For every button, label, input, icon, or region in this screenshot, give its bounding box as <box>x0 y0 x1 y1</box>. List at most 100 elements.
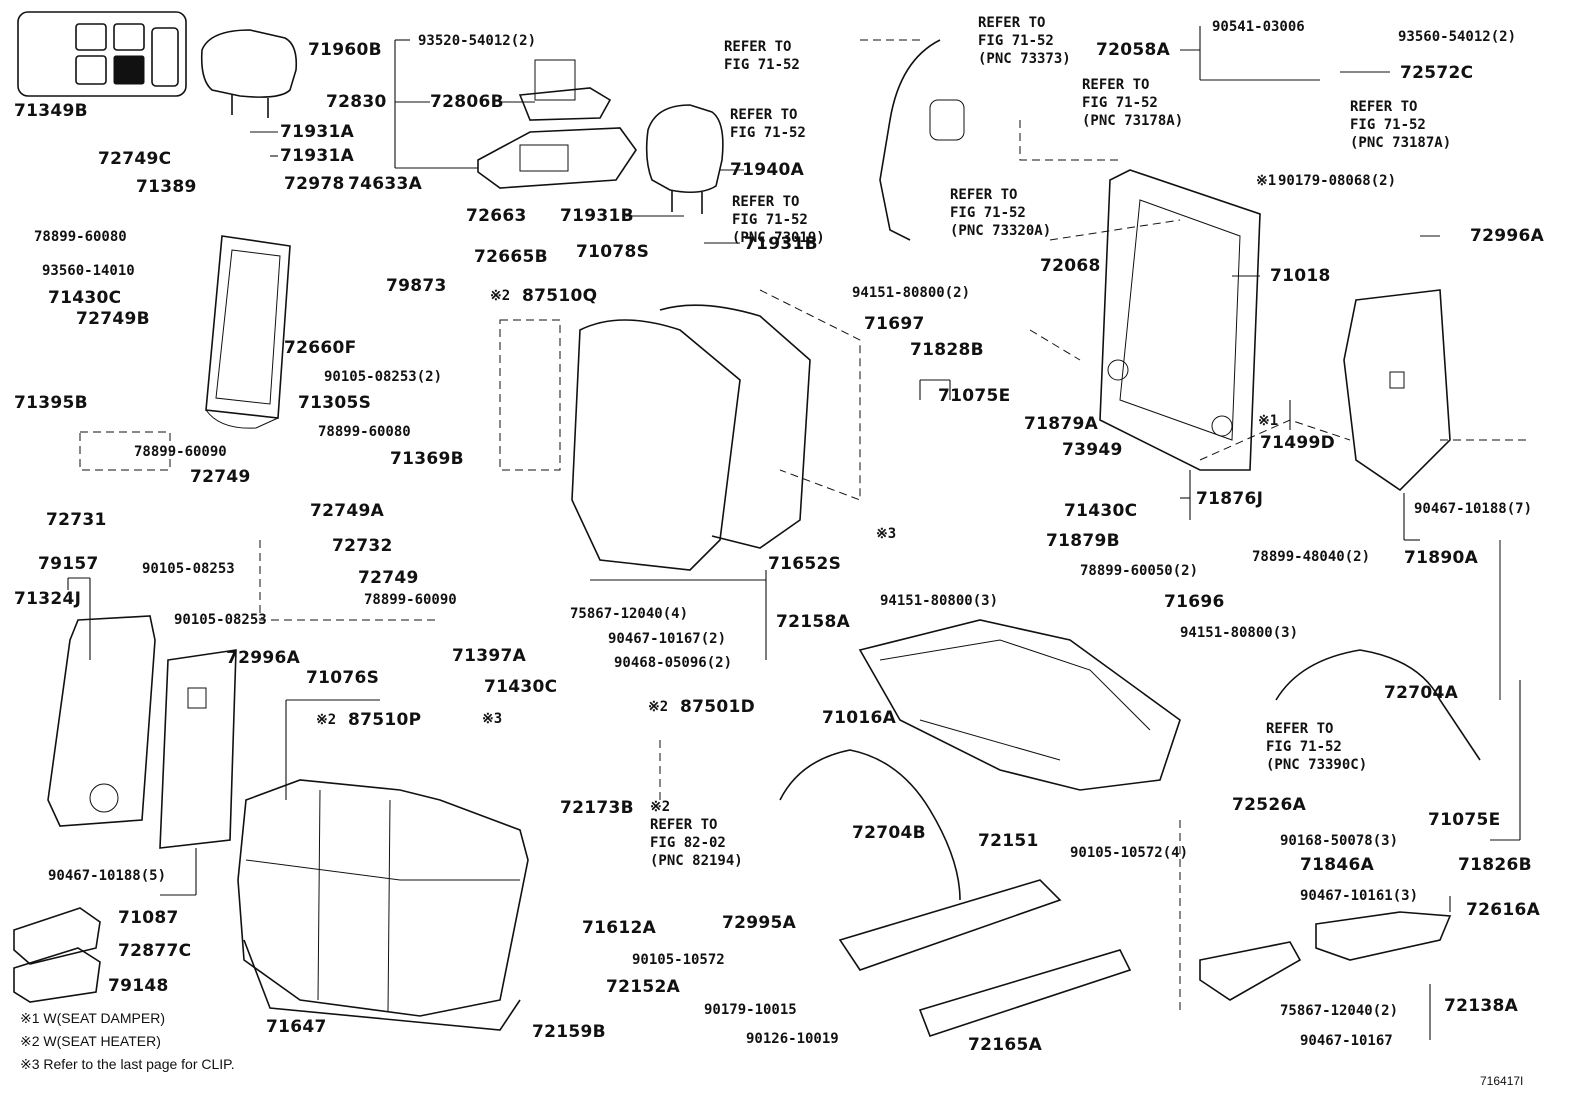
ref-line: (PNC 73373) <box>978 51 1071 67</box>
ref-line: FIG 71-52 <box>950 205 1026 221</box>
label-72749-b: 72749 <box>358 568 419 588</box>
label-72995a: 72995A <box>722 913 797 933</box>
label-75867-12040-2: 75867-12040(2) <box>1280 1003 1399 1019</box>
refer-to-fig-71-52-e[interactable]: REFER TO FIG 71-52 (PNC 73178A) <box>1082 78 1183 132</box>
label-72877c: 72877C <box>118 941 192 961</box>
label-90467-10167-2: 90467-10167(2) <box>608 631 727 647</box>
ref-line: FIG 71-52 <box>724 57 800 73</box>
mark-3-a: ※3 <box>482 711 503 727</box>
label-71879a: 71879A <box>1024 414 1099 434</box>
seatbelt-shape <box>879 39 965 241</box>
label-90168-50078-3: 90168-50078(3) <box>1280 833 1399 849</box>
refer-to-fig-82-02[interactable]: REFER TO FIG 82-02 (PNC 82194) <box>650 818 743 872</box>
ref-line: FIG 82-02 <box>650 835 726 851</box>
ref-line: FIG 71-52 <box>732 212 808 228</box>
ref-line: FIG 71-52 <box>978 33 1054 49</box>
label-72165a: 72165A <box>968 1035 1043 1055</box>
label-71931b-a: 71931B <box>560 206 634 226</box>
label-71931a-a: 71931A <box>280 122 355 142</box>
ref-line: FIG 71-52 <box>730 125 806 141</box>
label-73949: 73949 <box>1062 440 1123 460</box>
refer-to-fig-71-52-g[interactable]: REFER TO FIG 71-52 (PNC 73320A) <box>950 188 1051 242</box>
back-panel-71890a-shape <box>1343 289 1451 492</box>
ref-line: FIG 71-52 <box>1266 739 1342 755</box>
label-79157: 79157 <box>38 554 99 574</box>
label-72158a: 72158A <box>776 612 851 632</box>
label-72996a-a: 72996A <box>226 648 301 668</box>
label-72152a: 72152A <box>606 977 681 997</box>
ref-line: (PNC 73178A) <box>1082 113 1184 129</box>
label-79148: 79148 <box>108 976 169 996</box>
label-71960b: 71960B <box>308 40 382 60</box>
label-71828b: 71828B <box>910 340 984 360</box>
label-72830: 72830 <box>326 92 387 112</box>
ref-line: FIG 71-52 <box>1350 117 1426 133</box>
label-78899-60090-b: 78899-60090 <box>364 592 457 608</box>
label-72660f: 72660F <box>284 338 357 358</box>
label-72526a: 72526A <box>1232 795 1307 815</box>
footnotes: ※1 W(SEAT DAMPER) ※2 W(SEAT HEATER) ※3 R… <box>20 1010 235 1079</box>
label-75867-12040-4: 75867-12040(4) <box>570 606 689 622</box>
label-72749b: 72749B <box>76 309 150 329</box>
footnote-1: ※1 W(SEAT DAMPER) <box>20 1010 166 1026</box>
label-72749-a: 72749 <box>190 467 251 487</box>
label-71647: 71647 <box>266 1017 327 1037</box>
label-90467-10161-3: 90467-10161(3) <box>1300 888 1419 904</box>
label-90105-10572-4: 90105-10572(4) <box>1070 845 1189 861</box>
label-72704b: 72704B <box>852 823 926 843</box>
mark-87501d: ※2 <box>648 699 669 715</box>
label-71890a: 71890A <box>1404 548 1479 568</box>
label-90105-08253-b: 90105-08253 <box>174 612 267 628</box>
label-71016a: 71016A <box>822 708 897 728</box>
ref-line: (PNC 73320A) <box>950 223 1052 239</box>
label-71499d: 71499D <box>1260 433 1336 453</box>
refer-to-fig-71-52-h[interactable]: REFER TO FIG 71-52 (PNC 73390C) <box>1266 722 1367 776</box>
refer-to-fig-71-52-f[interactable]: REFER TO FIG 71-52 (PNC 73187A) <box>1350 100 1451 154</box>
label-90468-05096-2: 90468-05096(2) <box>614 655 733 671</box>
label-90179-08068-2: 90179-08068(2) <box>1278 173 1397 189</box>
ref-line: REFER TO <box>1266 721 1334 737</box>
seat-frame-71016a-shape <box>858 619 1181 791</box>
label-71430c-b: 71430C <box>484 677 558 697</box>
label-71430c-c: 71430C <box>1064 501 1138 521</box>
seat-cushion-71076s-shape <box>237 779 529 1031</box>
label-72665b: 72665B <box>474 247 548 267</box>
ref-line: FIG 71-52 <box>1082 95 1158 111</box>
label-72996a-b: 72996A <box>1470 226 1545 246</box>
label-78899-60080-b: 78899-60080 <box>318 424 411 440</box>
label-78899-60050-2: 78899-60050(2) <box>1080 563 1199 579</box>
refer-to-fig-71-52-d[interactable]: REFER TO FIG 71-52 (PNC 73373) <box>978 16 1071 70</box>
label-71075e-b: 71075E <box>1428 810 1501 830</box>
refer-to-fig-71-52-b[interactable]: REFER TO FIG 71-52 <box>730 108 806 144</box>
label-71369b: 71369B <box>390 449 464 469</box>
label-71076s: 71076S <box>306 668 380 688</box>
label-90105-08253-2: 90105-08253(2) <box>324 369 443 385</box>
label-71697: 71697 <box>864 314 925 334</box>
label-94151-80800-3-b: 94151-80800(3) <box>1180 625 1299 641</box>
label-87510q: 87510Q <box>522 286 598 306</box>
armrest-cup-holder-shape <box>477 59 637 189</box>
label-71018: 71018 <box>1270 266 1331 286</box>
figure-id: 716417I <box>1480 1074 1524 1088</box>
label-71612a: 71612A <box>582 918 657 938</box>
ref-line: REFER TO <box>978 15 1046 31</box>
label-93560-54012-2: 93560-54012(2) <box>1398 29 1517 45</box>
mark-ref-82-02: ※2 <box>650 799 671 815</box>
label-90126-10019: 90126-10019 <box>746 1031 839 1047</box>
refer-to-fig-71-52-a[interactable]: REFER TO FIG 71-52 <box>724 40 800 76</box>
vehicle-locator-icon <box>17 11 187 97</box>
refer-to-fig-71-52-c[interactable]: REFER TO FIG 71-52 (PNC 73019) <box>732 195 825 249</box>
seatback-cover-71078s-shape <box>499 289 861 571</box>
label-71087: 71087 <box>118 908 179 928</box>
label-90467-10188-7: 90467-10188(7) <box>1414 501 1533 517</box>
label-93520-54012: 93520-54012(2) <box>418 33 537 49</box>
label-71931b-b: 71931B <box>744 234 818 254</box>
mark-71499d: ※1 <box>1258 413 1279 429</box>
label-71826b: 71826B <box>1458 855 1532 875</box>
headrest-71960b-shape <box>200 29 298 118</box>
ref-line: REFER TO <box>730 107 798 123</box>
seatback-frame-71018-shape <box>1099 169 1261 471</box>
mark-87510q: ※2 <box>490 288 511 304</box>
cables-shape <box>779 540 1501 901</box>
ref-line: (PNC 82194) <box>650 853 743 869</box>
